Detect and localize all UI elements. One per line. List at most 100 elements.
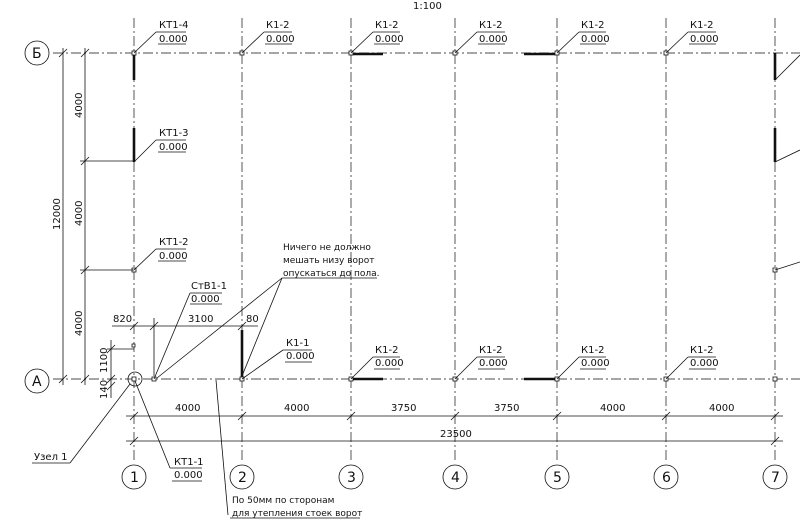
axis-label-5: 5: [553, 470, 562, 486]
marker-a6-mark: К1-2: [690, 345, 713, 356]
dim-820: 820: [113, 314, 132, 325]
axis-label-7: 7: [771, 470, 780, 486]
dim-140: 140: [99, 380, 110, 399]
marker-b5: К1-2 0.000: [556, 20, 610, 54]
marker-b1: КТ1-4 0.000: [133, 20, 189, 54]
dim-80: 80: [246, 314, 259, 325]
marker-b6: К1-2 0.000: [665, 20, 719, 54]
dim-total-bottom: 23500: [126, 429, 783, 446]
node-label: Узел 1: [32, 383, 131, 464]
marker-b3: К1-2 0.000: [350, 20, 404, 54]
gate-note-line-1: Ничего не должно: [283, 243, 371, 253]
scale-label: 1:100: [413, 1, 442, 12]
leader-right-top: [774, 54, 800, 81]
gate-note-line-2: мешать низу ворот: [283, 256, 374, 266]
dim-local-top: 820 3100 80: [112, 314, 259, 376]
dim-total-left: 12000: [52, 48, 68, 385]
dim-1100: 1100: [99, 348, 110, 373]
insulation-note-line-1: По 50мм по сторонам: [232, 496, 334, 506]
dim-left-total-text: 12000: [52, 198, 63, 230]
dim-3100: 3100: [188, 314, 213, 325]
axis-bubble-5: 5: [544, 464, 570, 490]
column-post-b5: [524, 50, 560, 56]
gate-note-line-3: опускаться до пола.: [283, 269, 380, 279]
axis-label-1: 1: [130, 470, 139, 486]
column-post-b1: [131, 50, 137, 80]
marker-a6: К1-2 0.000: [665, 345, 719, 380]
marker-a3: К1-2 0.000: [350, 345, 404, 380]
marker-b3-elev: 0.000: [375, 34, 404, 45]
dim-left-2: 4000: [74, 201, 85, 226]
axis-label-a: А: [32, 374, 42, 390]
marker-a5-mark: К1-2: [581, 345, 604, 356]
column-post-a7: [772, 376, 778, 382]
column-post-a1-small: [131, 343, 136, 348]
marker-b4: К1-2 0.000: [454, 20, 508, 54]
marker-kt1-2-mark: КТ1-2: [159, 237, 189, 248]
marker-stv1-1-mark: СтВ1-1: [191, 281, 227, 292]
axis-bubble-7: 7: [762, 464, 788, 490]
axis-bubble-3: 3: [338, 464, 364, 490]
marker-b4-mark: К1-2: [479, 20, 502, 31]
marker-b2-mark: К1-2: [266, 20, 289, 31]
marker-a2-mark: К1-1: [286, 338, 309, 349]
axis-bubble-b: Б: [24, 40, 50, 66]
marker-b6-elev: 0.000: [690, 34, 719, 45]
insulation-note: По 50мм по сторонам для утепления стоек …: [215, 379, 362, 519]
marker-stv1-1: СтВ1-1 0.000: [153, 281, 227, 380]
marker-b5-mark: К1-2: [581, 20, 604, 31]
column-post-a3: [348, 376, 383, 382]
dim-bottom-3: 3750: [391, 403, 416, 414]
marker-a5-elev: 0.000: [581, 358, 610, 369]
marker-b6-mark: К1-2: [690, 20, 713, 31]
axis-bubble-2: 2: [229, 464, 255, 490]
marker-stv1-1-elev: 0.000: [191, 294, 220, 305]
marker-b3-mark: К1-2: [375, 20, 398, 31]
marker-kt1-1-mark: КТ1-1: [174, 457, 204, 468]
dim-total-text: 23500: [440, 429, 472, 440]
marker-a5: К1-2 0.000: [556, 345, 610, 380]
dim-bottom-2: 4000: [284, 403, 309, 414]
marker-a6-elev: 0.000: [690, 358, 719, 369]
axis-bubble-1: 1: [121, 464, 147, 490]
dim-bottom-5: 4000: [600, 403, 625, 414]
leader-right-low: [774, 261, 800, 271]
dim-bottom-1: 4000: [175, 403, 200, 414]
axis-label-6: 6: [662, 470, 671, 486]
dim-bottom-4: 3750: [494, 403, 519, 414]
dim-left-1: 4000: [74, 93, 85, 118]
column-post-a5: [524, 376, 560, 382]
marker-kt1-1-elev: 0.000: [174, 470, 203, 481]
marker-a4: К1-2 0.000: [454, 345, 508, 380]
column-post-b3: [348, 50, 383, 56]
axis-label-2: 2: [238, 470, 247, 486]
marker-a3-mark: К1-2: [375, 345, 398, 356]
marker-a4-mark: К1-2: [479, 345, 502, 356]
axis-bubble-6: 6: [653, 464, 679, 490]
axis-bubble-a: А: [24, 368, 50, 394]
marker-b1-mark: КТ1-4: [159, 20, 189, 31]
axis-label-b: Б: [32, 46, 42, 62]
marker-kt1-2: КТ1-2 0.000: [133, 237, 189, 271]
marker-kt1-1: КТ1-1 0.000: [134, 380, 204, 482]
insulation-note-line-2: для утепления стоек ворот: [232, 509, 362, 519]
marker-b2-elev: 0.000: [266, 34, 295, 45]
marker-a2-elev: 0.000: [286, 351, 315, 362]
leader-right-mid: [774, 149, 800, 163]
marker-a2: К1-1 0.000: [241, 338, 315, 380]
marker-a4-elev: 0.000: [479, 358, 508, 369]
marker-kt1-3: КТ1-3 0.000: [133, 128, 189, 163]
dim-local-left: 1100 140: [99, 340, 134, 399]
node-label-text: Узел 1: [34, 452, 68, 463]
marker-kt1-2-elev: 0.000: [159, 251, 188, 262]
dim-bottom-6: 4000: [709, 403, 734, 414]
axis-label-3: 3: [347, 470, 356, 486]
marker-b1-elev: 0.000: [159, 34, 188, 45]
axis-label-4: 4: [451, 470, 460, 486]
marker-kt1-3-mark: КТ1-3: [159, 128, 189, 139]
gate-note: Ничего не должно мешать низу ворот опуск…: [156, 243, 380, 379]
dim-left-3: 4000: [74, 311, 85, 336]
marker-a3-elev: 0.000: [375, 358, 404, 369]
column-post-a1: [131, 376, 137, 382]
